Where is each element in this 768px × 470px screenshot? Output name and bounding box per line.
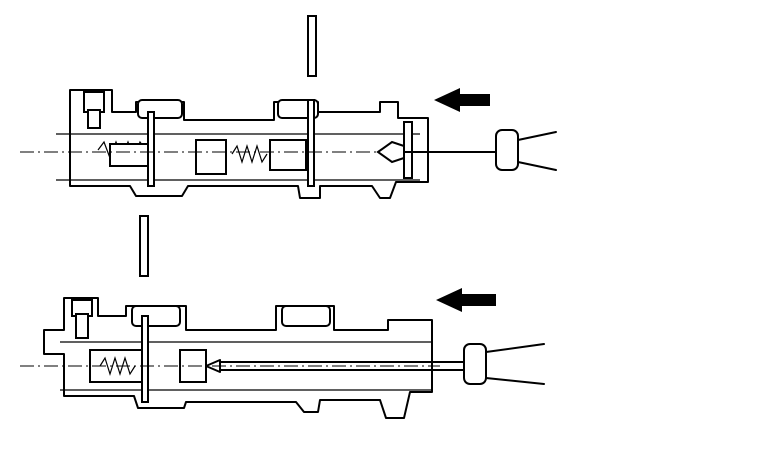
- top-stop-pin-rear: [307, 99, 315, 187]
- top-cylinder-body: [69, 89, 429, 199]
- bottom-push-arrow: [436, 288, 496, 312]
- top-stop-pin-front: [147, 111, 155, 187]
- bottom-tool-handle: [485, 343, 545, 385]
- bottom-port-front: [131, 305, 181, 327]
- bottom-tool-tip: [205, 359, 221, 373]
- bottom-cylinder-body: [43, 297, 433, 419]
- bottom-port-rear: [281, 305, 331, 327]
- top-spring-seat: [109, 143, 151, 167]
- bottom-stop-pin: [141, 315, 149, 403]
- bottom-bore: [60, 341, 432, 391]
- top-panel: [20, 15, 557, 199]
- top-outlet-fitting-stem: [87, 109, 101, 129]
- top-snap-ring: [403, 121, 413, 179]
- top-tool-ferrule: [495, 129, 519, 171]
- bottom-outlet-fitting-stem: [75, 313, 89, 339]
- top-push-arrow: [434, 88, 490, 112]
- top-retaining-pin: [307, 15, 317, 77]
- bottom-tool-ferrule: [463, 343, 487, 385]
- bottom-panel: [20, 215, 545, 419]
- top-primary-piston: [195, 139, 227, 175]
- top-tool-tip: [376, 140, 405, 164]
- top-spring-2: [231, 143, 268, 165]
- top-tool-handle: [517, 131, 557, 171]
- top-bore: [56, 133, 420, 181]
- top-port-front: [137, 99, 183, 119]
- bottom-retaining-pin: [139, 215, 149, 277]
- top-secondary-piston: [269, 139, 307, 171]
